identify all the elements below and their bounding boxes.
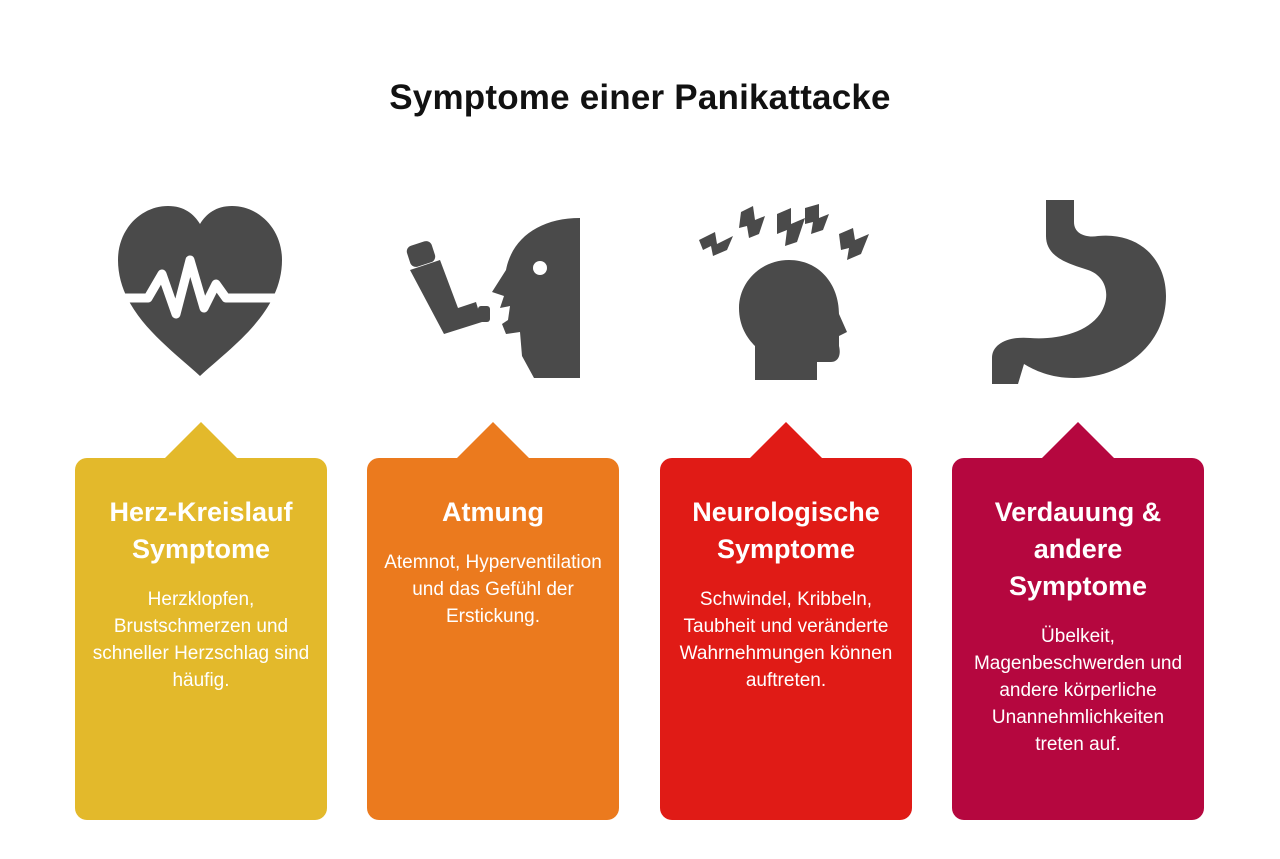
card-title: Herz-Kreislauf Symptome [109, 497, 293, 564]
page-title: Symptome einer Panikattacke [389, 78, 891, 117]
card-pointer [453, 422, 533, 462]
card-neurological: Neurologische Symptome Schwindel, Kribbe… [660, 458, 912, 820]
card-text: Atemnot, Hyperventilation und das Gefühl… [384, 552, 602, 627]
card-title: Neurologische Symptome [692, 497, 880, 564]
head-lightning-icon [693, 198, 873, 388]
card-title: Verdauung & andere Symptome [994, 497, 1162, 601]
card-text: Schwindel, Kribbeln, Taubheit und veränd… [679, 589, 893, 691]
card-cardiovascular: Herz-Kreislauf Symptome Herzklopfen, Bru… [75, 458, 327, 820]
card-pointer [161, 422, 241, 462]
card-pointer [746, 422, 826, 462]
heart-pulse-icon [110, 198, 290, 388]
card-text: Übelkeit, Magenbeschwerden und andere kö… [973, 626, 1183, 755]
card-text: Herzklopfen, Brustschmerzen und schnelle… [92, 589, 310, 691]
card-pointer [1038, 422, 1118, 462]
card-title: Atmung [442, 497, 544, 527]
stomach-icon [990, 198, 1170, 388]
inhaler-face-icon [400, 198, 580, 388]
card-digestion: Verdauung & andere Symptome Übelkeit, Ma… [952, 458, 1204, 820]
card-breathing: Atmung Atemnot, Hyperventilation und das… [367, 458, 619, 820]
